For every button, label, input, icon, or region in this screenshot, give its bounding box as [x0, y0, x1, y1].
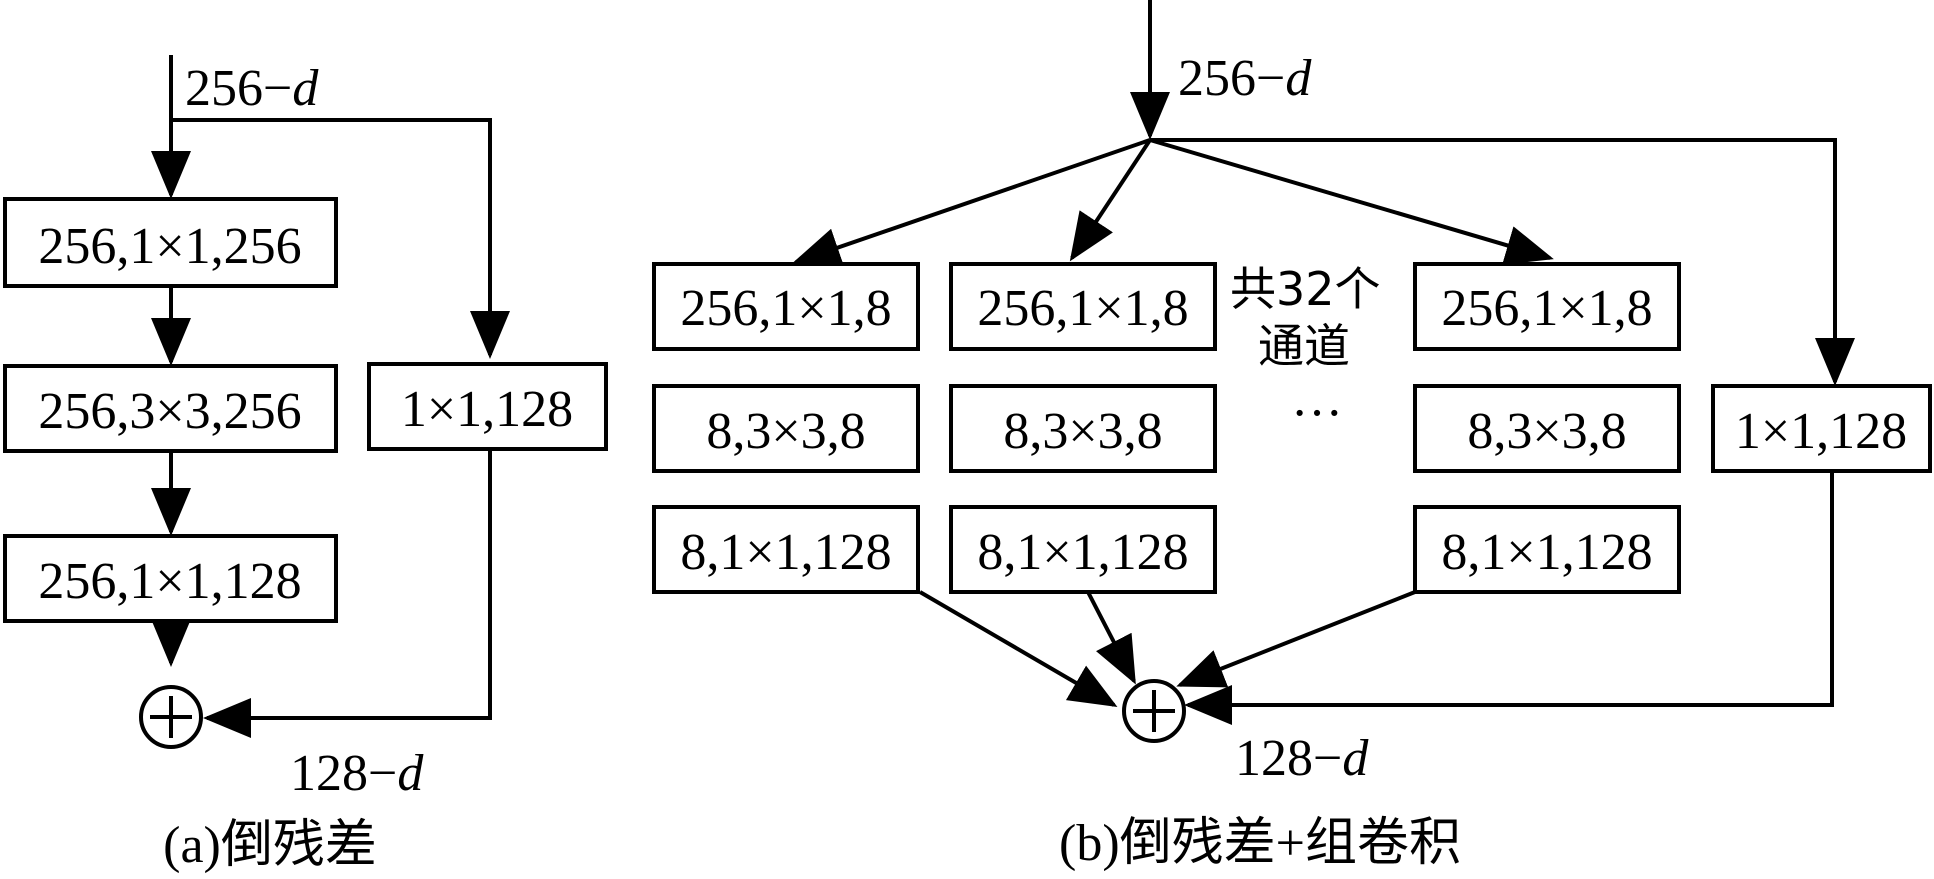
a-circled-plus-icon: [139, 685, 203, 749]
b-branch2-conv3-box: 8,1×1,128: [949, 505, 1217, 594]
b-branch2-conv1-box: 256,1×1,8: [949, 262, 1217, 351]
b-branch1-conv3-box: 8,1×1,128: [652, 505, 920, 594]
svg-text:8,3×3,8: 8,3×3,8: [706, 403, 865, 460]
a-input-label: 256−d: [185, 60, 319, 117]
b-output-label: 128−d: [1235, 730, 1369, 787]
b-input-label: 256−d: [1178, 50, 1312, 107]
a-shortcut-box: 1×1,128: [367, 362, 608, 451]
svg-text:256,1×1,8: 256,1×1,8: [680, 280, 891, 337]
svg-text:256,1×1,8: 256,1×1,8: [977, 280, 1188, 337]
svg-text:256,1×1,256: 256,1×1,256: [38, 218, 301, 275]
b-channels-note-line2: 通道: [1258, 319, 1350, 373]
b-ellipsis: ···: [1291, 385, 1343, 442]
b-split-arrow-3: [1149, 138, 1554, 265]
b-branch3-conv1-box: 256,1×1,8: [1413, 262, 1681, 351]
svg-text:256,3×3,256: 256,3×3,256: [38, 383, 301, 440]
b-branch3-conv2-box: 8,3×3,8: [1413, 384, 1681, 473]
svg-text:8,1×1,128: 8,1×1,128: [1441, 524, 1652, 581]
b-circled-plus-icon: [1122, 679, 1186, 743]
b-split-arrow-1: [792, 138, 1151, 267]
panel-b: 256−d 256,1×1,8 8,3×3,8 8,1×1,128 256,1×…: [652, 0, 1932, 872]
a-conv1-box: 256,1×1,256: [3, 197, 338, 288]
svg-text:1×1,128: 1×1,128: [1735, 403, 1907, 460]
b-shortcut-return-arrow: [1184, 471, 1834, 725]
svg-text:1×1,128: 1×1,128: [401, 381, 573, 438]
b-merge-arrow-1: [918, 590, 1118, 708]
a-caption: (a)倒残差: [163, 817, 377, 874]
svg-text:256,1×1,128: 256,1×1,128: [38, 553, 301, 610]
svg-text:8,3×3,8: 8,3×3,8: [1003, 403, 1162, 460]
b-shortcut-down-arrow: [1150, 138, 1855, 386]
a-shortcut-return-arrow: [203, 449, 492, 738]
a-output-label: 128−d: [290, 745, 424, 802]
svg-text:8,1×1,128: 8,1×1,128: [977, 524, 1188, 581]
b-merge-arrow-2: [1086, 591, 1136, 685]
b-merge-arrow-3: [1176, 590, 1416, 688]
b-channels-note-line1: 共32个: [1230, 262, 1381, 316]
b-branch1-conv2-box: 8,3×3,8: [652, 384, 920, 473]
b-branch2-conv2-box: 8,3×3,8: [949, 384, 1217, 473]
a-conv3-box: 256,1×1,128: [3, 534, 338, 623]
svg-text:8,3×3,8: 8,3×3,8: [1467, 403, 1626, 460]
panel-a: 256−d 256,1×1,256 256,3×3,256 256,1×1,12…: [3, 55, 608, 874]
svg-text:256,1×1,8: 256,1×1,8: [1441, 280, 1652, 337]
b-split-arrow-2: [1069, 138, 1152, 262]
a-conv2-box: 256,3×3,256: [3, 364, 338, 453]
b-branch1-conv1-box: 256,1×1,8: [652, 262, 920, 351]
b-shortcut-box: 1×1,128: [1711, 384, 1932, 473]
b-branch3-conv3-box: 8,1×1,128: [1413, 505, 1681, 594]
b-caption: (b)倒残差+组卷积: [1059, 815, 1461, 872]
a-shortcut-down-arrow: [171, 118, 510, 359]
svg-text:8,1×1,128: 8,1×1,128: [680, 524, 891, 581]
